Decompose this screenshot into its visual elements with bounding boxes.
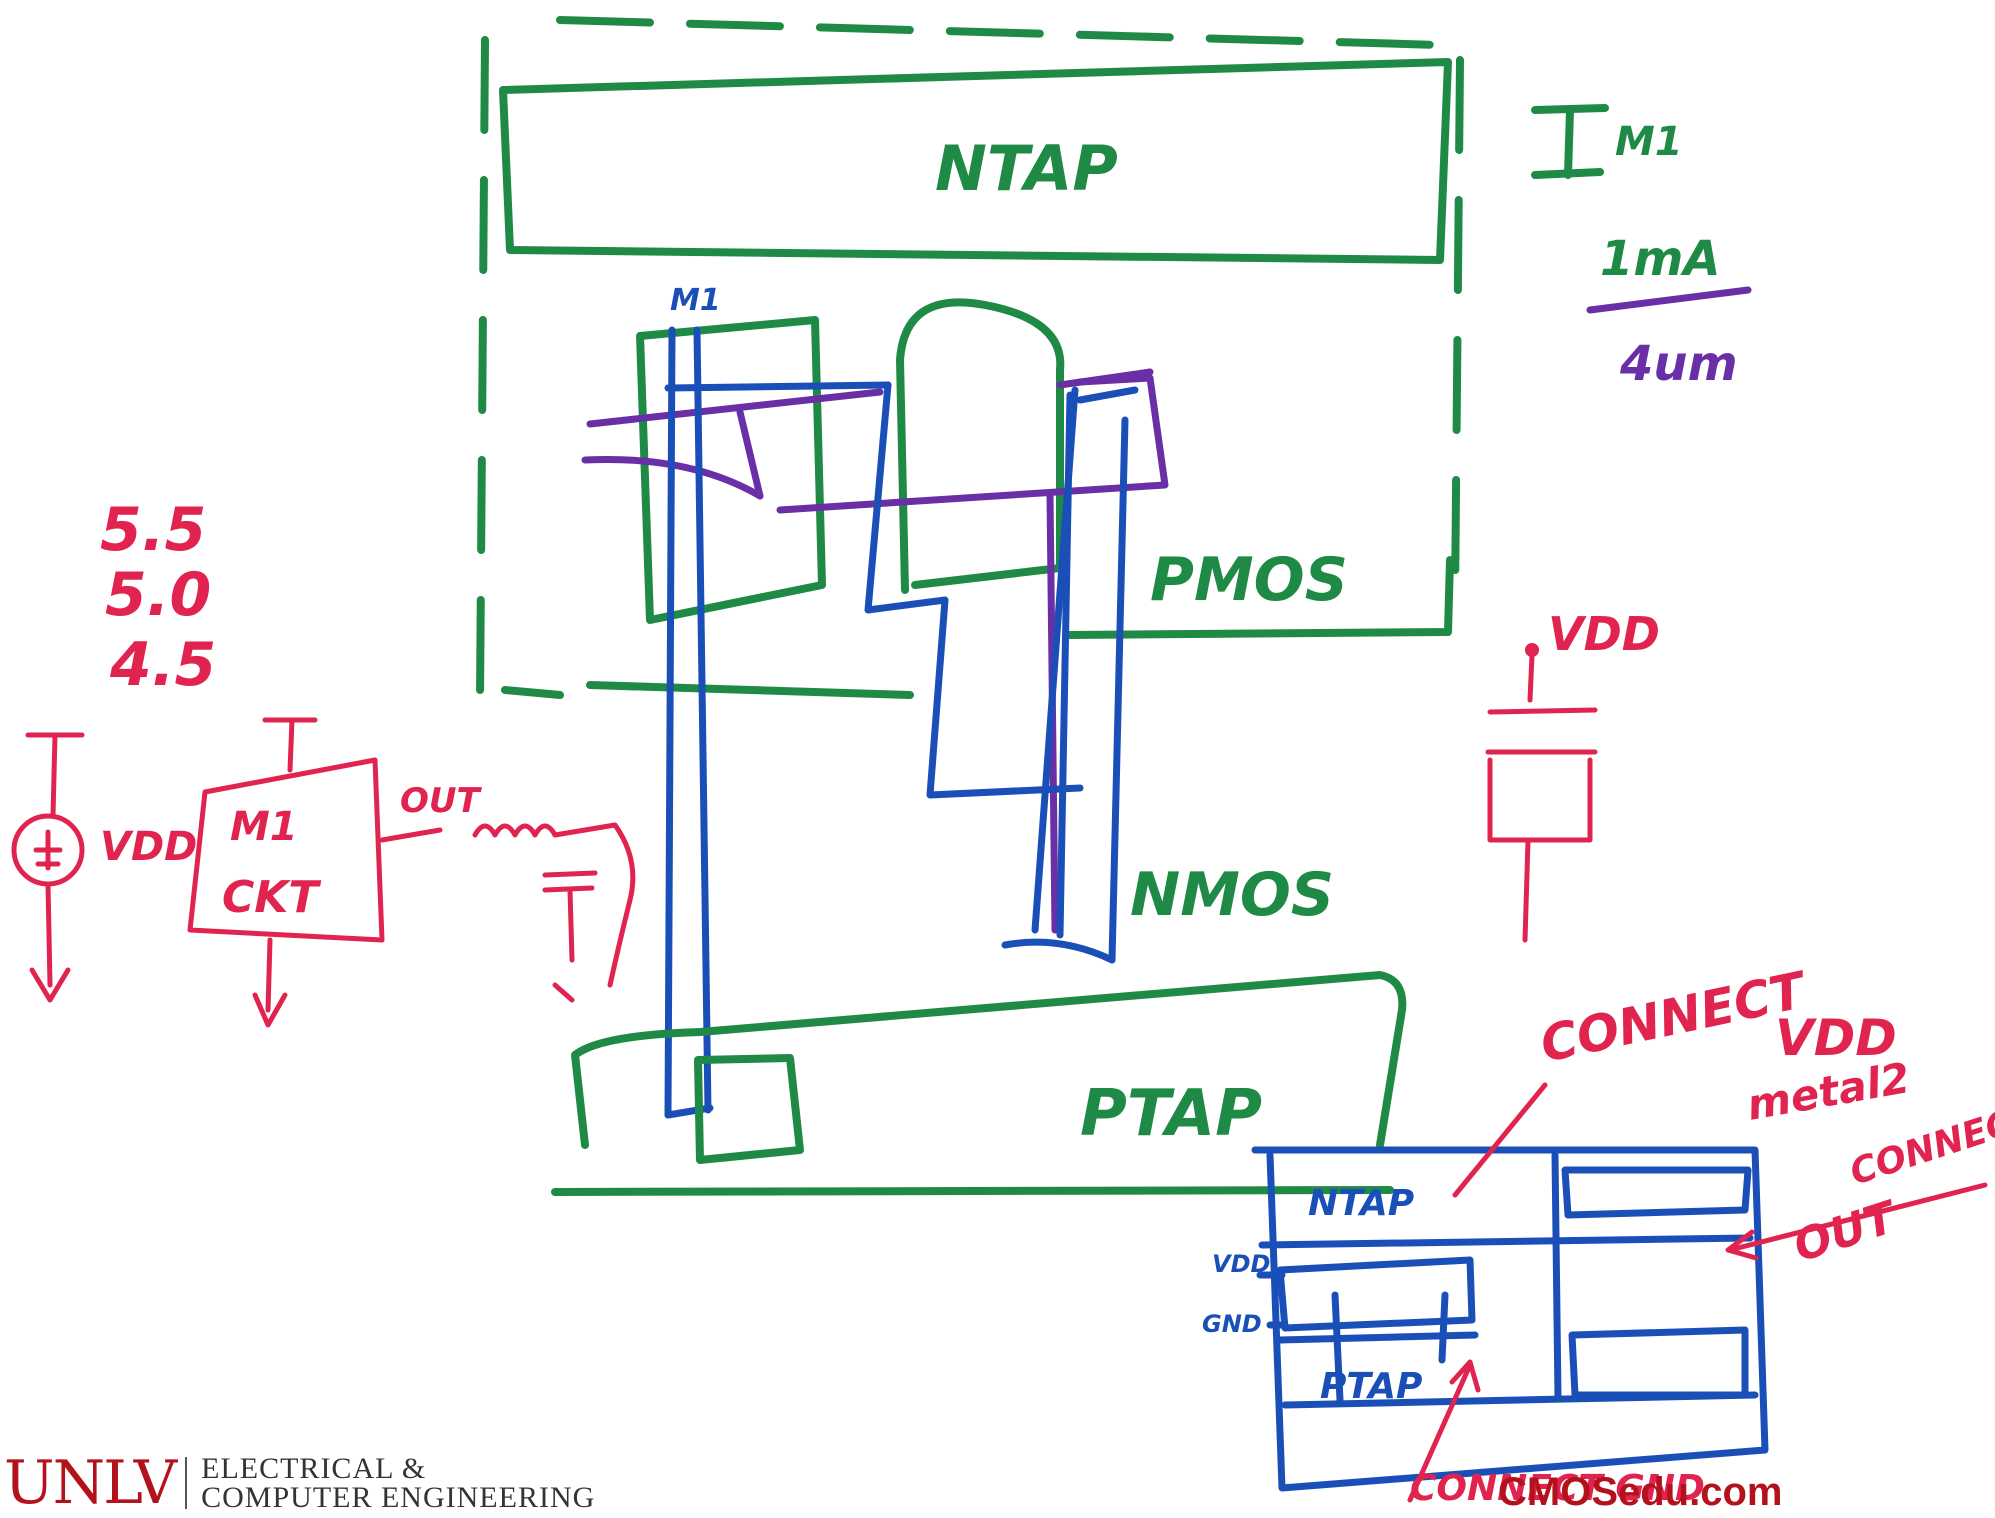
capacitor-symbol: VDD: [1485, 607, 1660, 943]
mini-ptap-label: PTAP: [1320, 1366, 1422, 1407]
dept-line1: ELECTRICAL &: [201, 1452, 427, 1485]
dept-line2: COMPUTER ENGINEERING: [201, 1481, 596, 1514]
site-watermark: CMOSedu.com: [1498, 1470, 1783, 1514]
ckt-line1: M1: [230, 804, 298, 850]
voltage-3: 4.5: [109, 630, 216, 700]
voltage-1: 5.5: [100, 495, 206, 565]
mini-vdd-label: VDD: [1212, 1250, 1270, 1278]
ckt-line2: CKT: [222, 872, 321, 923]
connect-annotations: CONNECT VDD metal2 CONNECT OUT CONNECT G…: [1407, 961, 1995, 1509]
mini-ntap-label: NTAP: [1308, 1183, 1414, 1224]
mini-gnd-label: GND: [1202, 1310, 1262, 1338]
left-device-box: [636, 316, 826, 624]
scale-annotation: M1 1mA 4um: [1531, 104, 1752, 392]
middle-gate: [896, 298, 1065, 594]
ntap-label: NTAP: [935, 132, 1118, 205]
scale-label: M1: [1615, 119, 1683, 165]
voltage-list: 5.5 5.0 4.5: [100, 495, 216, 700]
unlv-ece-logo: UNLV ELECTRICAL & COMPUTER ENGINEERING: [4, 1452, 595, 1514]
nwell-dashed-outline: [476, 16, 1464, 704]
pmos-region: PMOS: [586, 545, 1454, 699]
ptap-region: PTAP: [551, 971, 1407, 1196]
unlv-logo-mark: UNLV: [4, 1448, 177, 1518]
dept-name: ELECTRICAL & COMPUTER ENGINEERING: [201, 1452, 596, 1514]
connect-out-line2: OUT: [1788, 1191, 1905, 1272]
ptap-label: PTAP: [1080, 1077, 1262, 1151]
current-density-numerator: 1mA: [1600, 231, 1721, 287]
logo-divider: [185, 1457, 188, 1509]
supply-vdd-label: VDD: [100, 824, 197, 870]
ntap-region: NTAP: [499, 58, 1452, 264]
supply-schematic: VDD: [11, 732, 197, 1003]
voltage-2: 5.0: [105, 560, 211, 630]
mini-layout: NTAP PTAP VDD GND: [1202, 1146, 1769, 1492]
nmos-label: NMOS: [1130, 860, 1334, 930]
connect-gnd-label: CONNECT GND: [1410, 1468, 1705, 1509]
pmos-label: PMOS: [1150, 545, 1348, 615]
m1-label: M1: [670, 283, 721, 318]
current-density-denominator: 4um: [1619, 336, 1738, 392]
cap-vdd-label: VDD: [1548, 607, 1660, 661]
connect-vdd-line1: CONNECT: [1535, 961, 1813, 1074]
metal1-routing: [664, 326, 1139, 1119]
out-label: OUT: [400, 781, 483, 821]
connect-vdd-line2: VDD: [1775, 1009, 1897, 1067]
m1-circuit-box: M1 CKT OUT: [187, 717, 636, 1028]
